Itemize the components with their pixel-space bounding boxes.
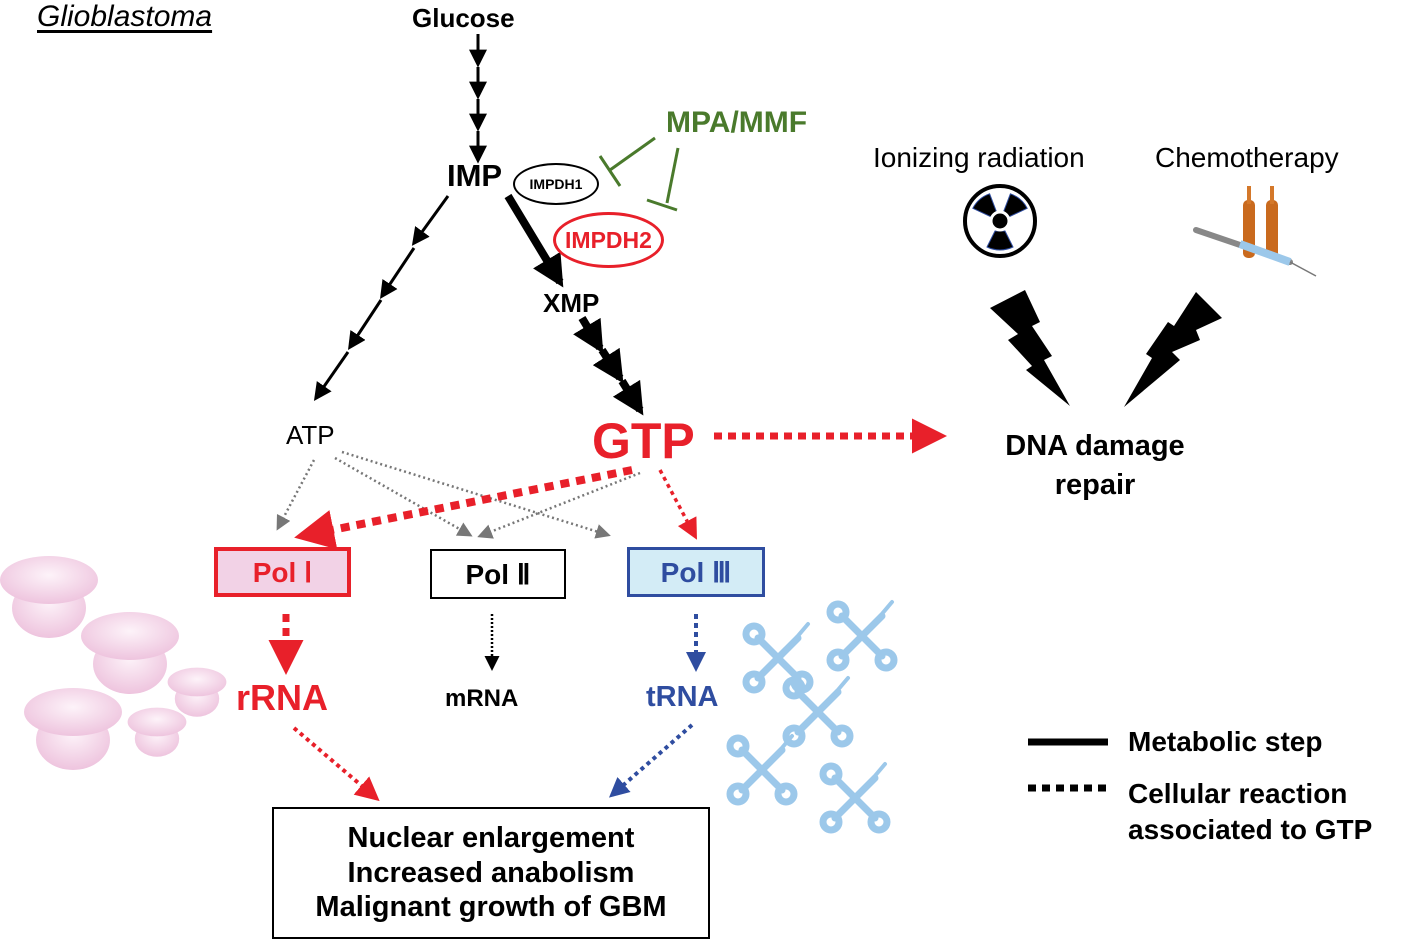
metabolite-gtp: GTP	[592, 413, 695, 469]
dna-damage-repair: DNA damage repair	[955, 427, 1235, 505]
dna-repair-line-2: repair	[1054, 469, 1136, 502]
outcome-line: Malignant growth of GBM	[315, 891, 667, 924]
metabolite-glucose: Glucose	[412, 3, 515, 33]
treatment-chemotherapy: Chemotherapy	[1155, 142, 1339, 173]
trna-cluster	[730, 602, 894, 830]
atp-arrows	[276, 450, 611, 539]
lightning-bolt-icon	[1124, 292, 1222, 407]
treatment-ionizing-radiation: Ionizing radiation	[873, 142, 1085, 173]
ribosome-icon	[0, 556, 98, 638]
outcome-line: Increased anabolism	[347, 856, 635, 889]
ribosome-icon	[167, 667, 227, 717]
legend-cellular-line-2: associated to GTP	[1128, 814, 1373, 846]
ribosome-icon	[24, 688, 122, 770]
trna-cloverleaf-icon	[730, 736, 794, 802]
metabolite-imp: IMP	[447, 158, 503, 193]
legend-cellular-reaction: Cellular reaction associated to GTP	[1128, 776, 1372, 849]
radiation-hazard-icon	[963, 184, 1037, 258]
ribosome-cluster	[0, 556, 227, 770]
imp-to-xmp-arrow	[504, 193, 564, 288]
rna-trna: tRNA	[646, 681, 719, 713]
legend-metabolic-step: Metabolic step	[1128, 726, 1323, 757]
rna-mrna: mRNA	[445, 685, 519, 712]
trna-cloverleaf-icon	[823, 764, 887, 830]
enzyme-impdh1: IMPDH1	[513, 163, 599, 205]
outcome-box: Nuclear enlargement Increased anabolism …	[272, 807, 710, 939]
pol3-label: Pol Ⅲ	[660, 556, 732, 588]
gtp-to-pol1-arrow	[294, 466, 633, 550]
trna-to-outcome-arrow	[608, 723, 694, 798]
trna-cloverleaf-icon	[830, 602, 894, 668]
ribosome-icon	[81, 612, 179, 694]
pol2-box: Pol Ⅱ	[430, 549, 566, 599]
figure-title: Glioblastoma	[37, 0, 213, 33]
legend-cellular-line-1: Cellular reaction	[1128, 778, 1348, 809]
gtp-to-pol3-arrow	[658, 469, 697, 540]
mpa-inhibition-lines	[598, 136, 680, 212]
enzyme-impdh2-label: IMPDH2	[565, 226, 652, 253]
pol3-box: Pol Ⅲ	[627, 547, 765, 597]
lightning-bolt-icon	[990, 290, 1070, 406]
xmp-to-gtp-arrows	[573, 315, 644, 416]
metabolite-atp: ATP	[286, 420, 335, 450]
pol2-label: Pol Ⅱ	[465, 558, 531, 590]
inhibitor-label: MPA/MMF	[666, 106, 808, 139]
rna-rrna: rRNA	[236, 677, 329, 718]
metabolite-xmp: XMP	[543, 288, 600, 318]
gtp-to-pol2-arrow	[477, 471, 641, 539]
enzyme-impdh1-label: IMPDH1	[529, 176, 583, 192]
pol1-box: Pol Ⅰ	[214, 547, 351, 597]
ribosome-icon	[127, 707, 187, 757]
pol1-label: Pol Ⅰ	[252, 556, 313, 588]
imp-to-atp-arrows	[313, 195, 450, 401]
rrna-to-outcome-arrow	[292, 726, 380, 802]
dna-repair-line-1: DNA damage	[1005, 430, 1185, 462]
syringe-ampoule-icon	[1193, 186, 1317, 277]
enzyme-impdh2: IMPDH2	[553, 212, 664, 268]
outcome-line: Nuclear enlargement	[347, 821, 635, 854]
